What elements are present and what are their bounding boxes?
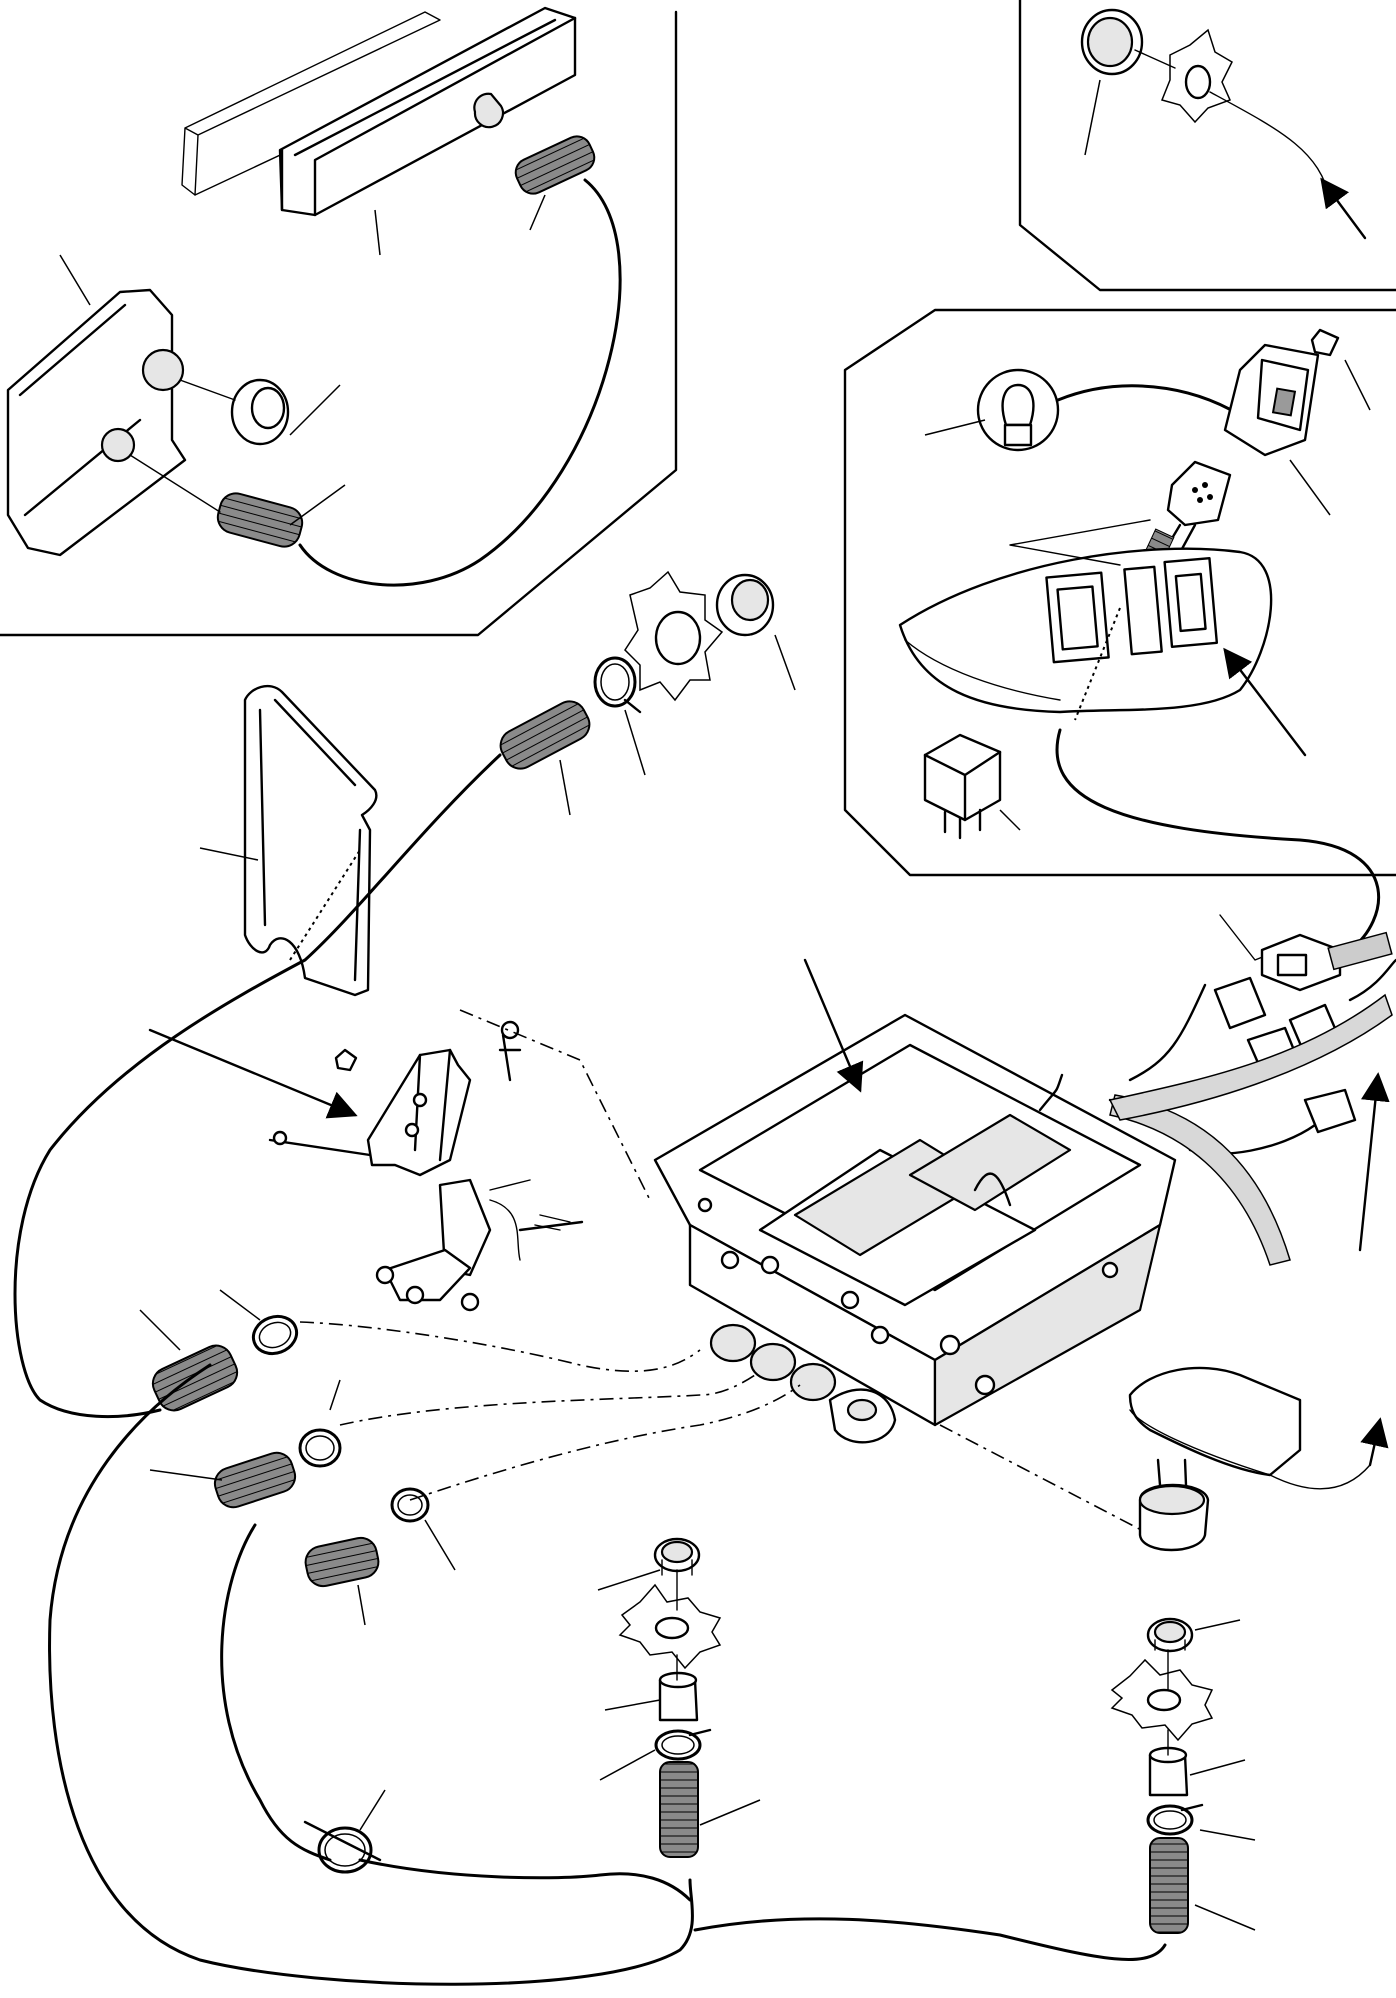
centerline-3 bbox=[409, 1384, 801, 1501]
wire-lower-4 bbox=[693, 1917, 1167, 1961]
wire-long-left bbox=[13, 753, 502, 1419]
inset-frame-switch-panel bbox=[843, 308, 1396, 877]
wire-bulb-switch bbox=[1056, 384, 1242, 417]
hose-clamp-center bbox=[593, 656, 646, 776]
inset-frame-top-left bbox=[0, 10, 678, 637]
leader-4 bbox=[289, 384, 341, 436]
boot-sleeve-left bbox=[216, 492, 304, 548]
control-box bbox=[653, 958, 1177, 1444]
wiring-connectors bbox=[1108, 914, 1396, 1266]
grommet-stack-right bbox=[1110, 1617, 1256, 1934]
wire-lower-3 bbox=[358, 1858, 692, 1902]
grommet-stack-center bbox=[597, 1537, 761, 1858]
bulb bbox=[924, 368, 1060, 452]
hose-clamp-lower-2 bbox=[298, 1379, 342, 1468]
hose-clamp-lower-3 bbox=[390, 1487, 456, 1571]
switch-cap bbox=[1310, 328, 1371, 411]
boot-sleeve-lower-1 bbox=[139, 1309, 239, 1412]
wire-panel-down bbox=[1055, 728, 1380, 952]
leader-5 bbox=[289, 484, 346, 526]
wire-top-lamp bbox=[298, 178, 622, 587]
inset-frame-top-right bbox=[1018, 0, 1396, 292]
dotted-through-gasket bbox=[289, 849, 361, 961]
boot-sleeve-lower-2 bbox=[149, 1451, 297, 1509]
boot-sleeve-lower-3 bbox=[304, 1536, 380, 1626]
rocker-switch bbox=[1223, 343, 1331, 516]
hose-clamp-lower-1 bbox=[219, 1289, 299, 1356]
seat-mount bbox=[1128, 1366, 1389, 1552]
leader-2 bbox=[529, 194, 546, 231]
valve-bracket bbox=[148, 1020, 584, 1312]
gasket-plate bbox=[199, 684, 378, 997]
centerline-bracket-box bbox=[459, 1009, 651, 1201]
centerline-2 bbox=[339, 1374, 756, 1426]
leader-1 bbox=[374, 209, 381, 256]
grommet-top-right bbox=[1080, 8, 1367, 240]
link-lamp-grommet bbox=[129, 379, 236, 513]
lamp-grommet-center bbox=[624, 570, 796, 702]
leader-3 bbox=[59, 254, 91, 306]
centerline-right bbox=[939, 1424, 1171, 1546]
boot-sleeve-center bbox=[499, 700, 591, 816]
relay bbox=[923, 733, 1021, 840]
wire-lower-2 bbox=[220, 1523, 332, 1862]
side-lamp-housing bbox=[6, 288, 187, 557]
boot-sleeve-top bbox=[514, 135, 596, 195]
wire-lower-1 bbox=[48, 1363, 694, 1986]
rear-lamp-housing bbox=[278, 6, 577, 217]
hose-clamp-bottom-left bbox=[303, 1789, 386, 1874]
lamp-grommet-left bbox=[230, 378, 290, 446]
dashboard-panel bbox=[898, 519, 1307, 757]
centerline-1 bbox=[299, 1321, 701, 1372]
